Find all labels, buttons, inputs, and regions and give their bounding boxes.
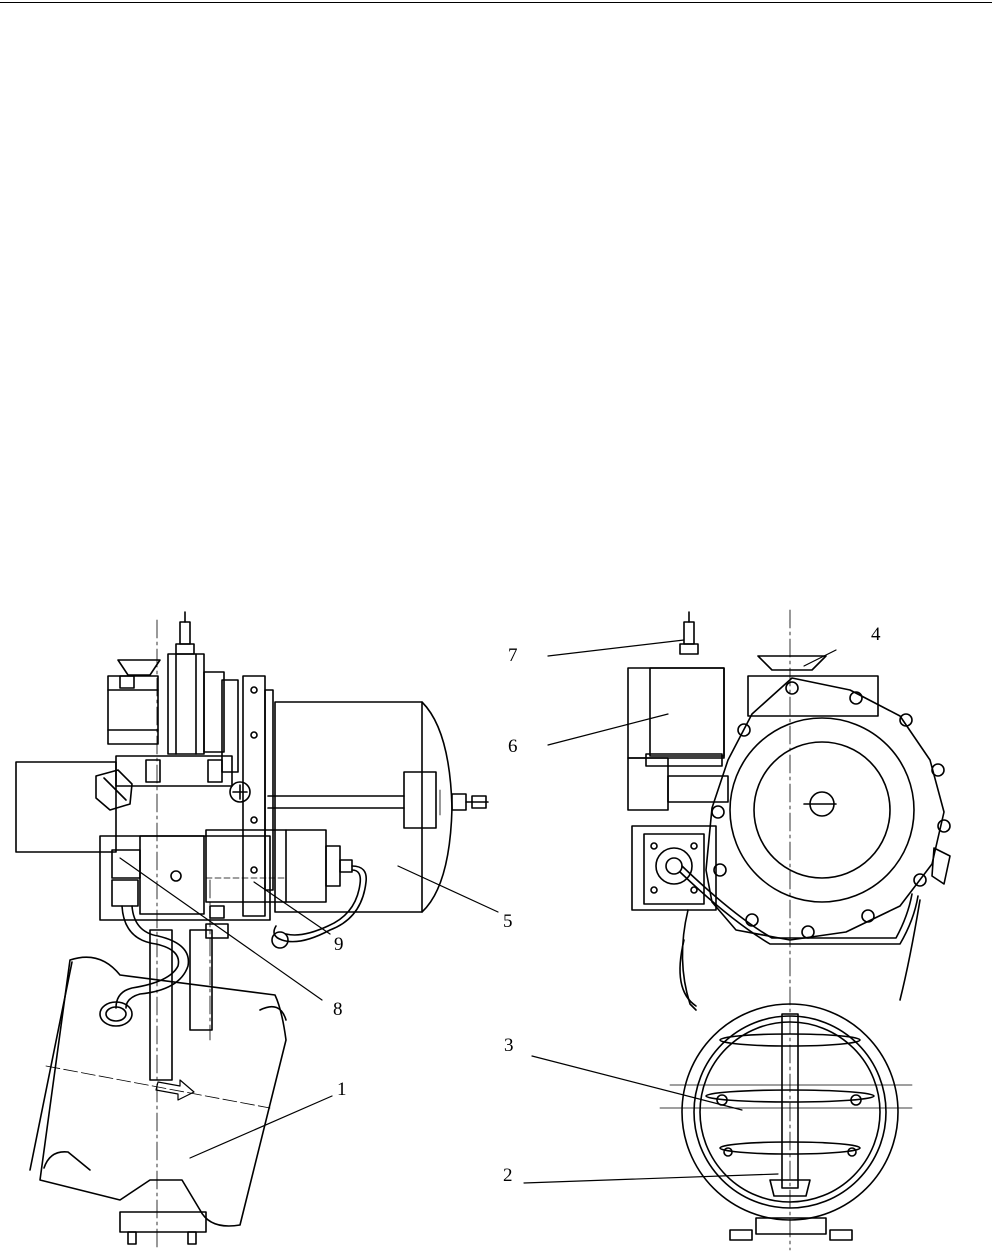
callout-4: 4: [871, 625, 881, 644]
front-view: [628, 610, 950, 1250]
callout-7: 7: [508, 646, 518, 665]
leader-1: [190, 1096, 332, 1158]
callout-1: 1: [337, 1080, 347, 1099]
leader-4: [804, 650, 836, 666]
leader-5: [398, 866, 498, 912]
leader-3: [532, 1056, 742, 1110]
leader-7: [548, 640, 684, 656]
callout-8: 8: [333, 1000, 343, 1019]
callout-6: 6: [508, 737, 518, 756]
callout-5: 5: [503, 912, 513, 931]
leader-lines: [120, 640, 836, 1183]
callout-9: 9: [334, 935, 344, 954]
callout-2: 2: [503, 1166, 513, 1185]
side-view: [16, 612, 488, 1250]
leader-2: [524, 1174, 778, 1183]
callout-3: 3: [504, 1036, 514, 1055]
